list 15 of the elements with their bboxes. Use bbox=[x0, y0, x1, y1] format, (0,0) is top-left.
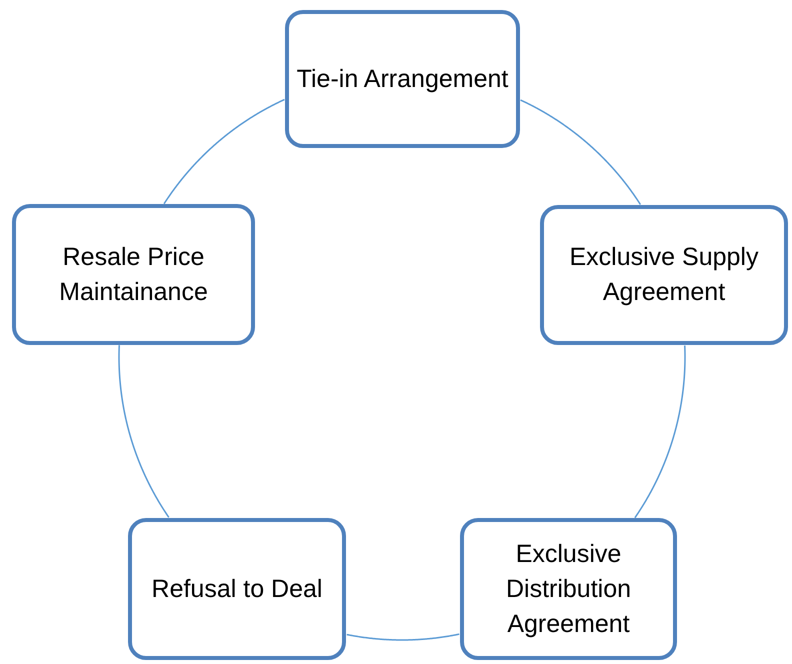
rounded-box bbox=[128, 518, 346, 660]
rounded-box bbox=[460, 518, 677, 660]
box-label: Exclusive Distribution Agreement bbox=[504, 538, 632, 640]
box-label: Resale Price Maintainance bbox=[58, 242, 209, 308]
connector-arc bbox=[163, 98, 285, 204]
box-label: Refusal to Deal bbox=[150, 574, 324, 604]
rounded-box bbox=[540, 205, 788, 345]
connector-arc bbox=[520, 99, 642, 205]
rounded-box bbox=[12, 204, 255, 345]
connector-arc bbox=[634, 346, 686, 518]
connector-arc bbox=[118, 345, 170, 518]
box-label: Exclusive Supply Agreement bbox=[568, 242, 760, 308]
connector-arc bbox=[346, 633, 460, 641]
rounded-box bbox=[285, 10, 520, 148]
box-label: Tie-in Arrangement bbox=[296, 64, 510, 94]
